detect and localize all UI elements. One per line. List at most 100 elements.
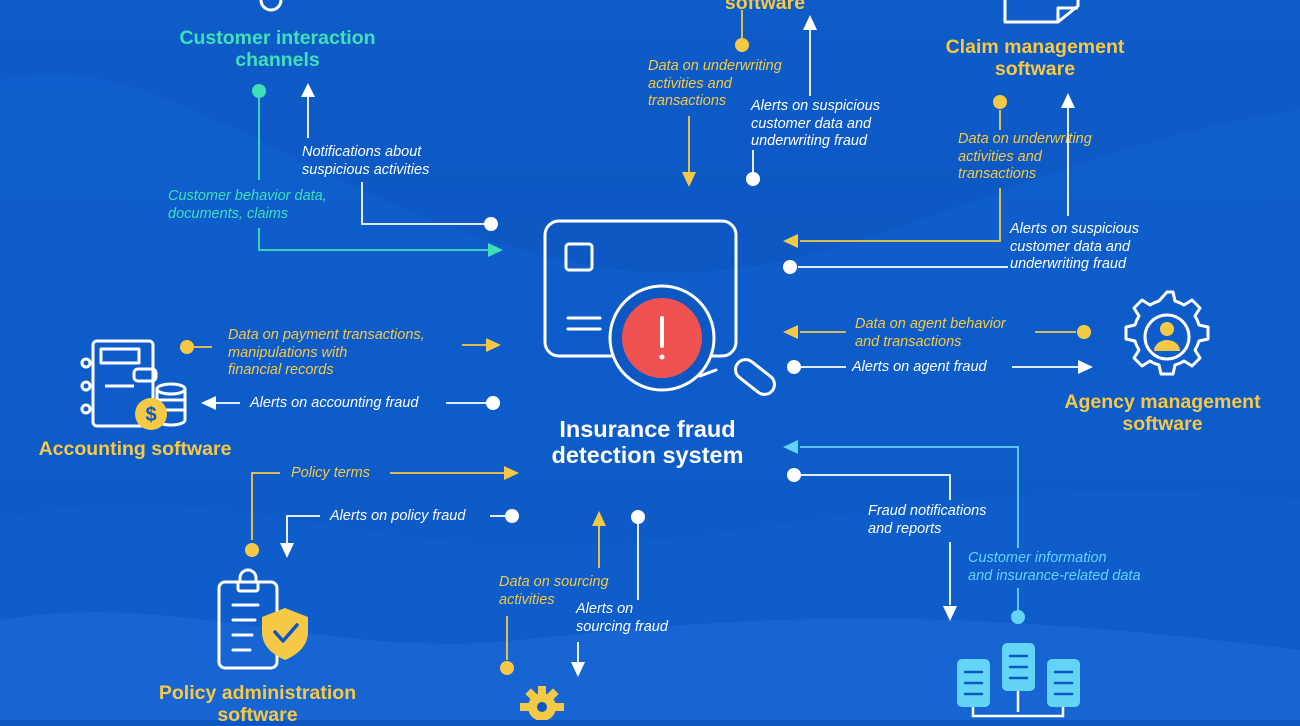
underwriting-title-text: software [724,0,806,14]
uw-out-label-line1: Alerts on suspicious [751,98,880,114]
uw-in-label: Data on underwriting activities and tran… [648,58,782,111]
policy-out-label-line1: Alerts on policy fraud [330,508,466,524]
db-out-dot [787,468,801,482]
policy-in-dot [245,543,259,557]
cust-out-connector-2 [361,182,484,225]
cust-in-dot [252,84,266,98]
agency-title-line2: software [1122,413,1203,435]
acct-in-dot [180,340,194,354]
sourcing-in-label-line2: activities [499,591,555,608]
cust-in-arrow [488,243,503,257]
claim-in-connector-2 [800,188,1001,242]
agency-in-label-line2: and transactions [855,333,962,350]
claim-title-line1: Claim management [945,36,1125,58]
claim-out-label-line2: customer data and [1010,238,1131,255]
agency-in-label-line1: Data on agent behavior [855,316,1006,332]
sourcing-in-label-line1: Data on sourcing [499,574,609,590]
policy-admin-title-line2: software [217,704,298,726]
cust-in-connector-2 [258,228,488,251]
uw-out-arrow [803,15,817,30]
agency-out-arrow [1078,360,1093,374]
sourcing-out-dot [631,510,645,524]
policy-clipboard-shield-icon [217,568,308,670]
agency-out-label: Alerts on agent fraud [852,359,987,377]
claim-title-line2: software [994,58,1076,80]
acct-out-arrow [201,396,216,410]
fraud-detection-system-icon [543,219,776,396]
claim-in-label-line1: Data on underwriting [958,131,1092,147]
policy-out-connector-1 [286,515,320,543]
uw-out-label: Alerts on suspicious customer data and u… [751,98,880,151]
cust-out-label-line1: Notifications about [302,144,422,160]
accounting-title-text: Accounting software [38,438,232,460]
cust-out-label: Notifications about suspicious activitie… [302,144,429,179]
uw-in-arrow [682,172,696,187]
sourcing-in-arrow [592,511,606,526]
claim-out-arrow [1061,93,1075,108]
acct-in-label: Data on payment transactions, manipulati… [228,327,425,380]
cust-in-label-line1: Customer behavior data, [168,188,327,204]
customer-channels-title-line2: channels [235,49,320,71]
acct-in-label-line2: manipulations with [228,344,348,361]
uw-in-dot [735,38,749,52]
db-in-label-line1: Customer information [968,550,1107,566]
db-out-arrow [943,606,957,621]
agency-in-label: Data on agent behavior and transactions [855,316,1006,351]
claim-in-label-line3: transactions [958,166,1037,182]
acct-out-label: Alerts on accounting fraud [250,395,418,413]
claim-in-label-line2: activities and [958,148,1042,165]
db-in-label: Customer information and insurance-relat… [968,550,1141,585]
acct-in-label-line3: financial records [228,362,334,378]
claim-out-dot [783,260,797,274]
accounting-dollar-glyph: $ [145,404,156,426]
policy-admin-title-line1: Policy administration [158,682,357,704]
accounting-title: Accounting software [20,438,250,460]
sourcing-out-label-line2: sourcing fraud [576,618,668,635]
sourcing-out-label-line1: Alerts on [576,601,634,617]
claim-document-icon [1003,0,1080,24]
acct-in-label-line1: Data on payment transactions, [228,327,425,343]
db-out-label: Fraud notifications and reports [868,503,986,538]
claim-in-dot [993,95,1007,109]
acct-in-arrow [486,338,501,352]
cust-in-label-line2: documents, claims [168,205,289,222]
database-servers-icon [957,643,1080,718]
cust-in-label: Customer behavior data, documents, claim… [168,188,327,223]
cust-out-dot [484,217,498,231]
uw-out-label-line3: underwriting fraud [751,133,868,149]
sourcing-out-label: Alerts on sourcing fraud [576,601,668,636]
uw-in-label-line1: Data on underwriting [648,58,782,74]
sourcing-in-dot [500,661,514,675]
policy-admin-title: Policy administration software [135,682,380,726]
policy-out-arrow [280,543,294,558]
policy-in-label-line1: Policy terms [291,465,370,481]
cust-out-label-line2: suspicious activities [302,161,430,178]
cust-out-arrow [301,83,315,97]
sourcing-in-label: Data on sourcing activities [499,574,609,609]
claim-in-arrow [783,234,798,248]
db-out-label-line2: and reports [868,520,942,537]
uw-in-label-line2: activities and [648,75,732,92]
claim-title: Claim management software [920,36,1150,80]
customer-channels-title: Customer interaction channels [150,27,405,71]
db-in-dot [1011,610,1025,624]
agency-in-arrow [783,325,798,339]
policy-in-connector-1 [251,472,280,540]
claim-out-label-line3: underwriting fraud [1010,256,1127,272]
uw-out-label-line2: customer data and [751,115,872,132]
customer-channels-icon [259,0,283,12]
agency-in-dot [1077,325,1091,339]
sourcing-gear-icon [520,686,564,720]
policy-out-label: Alerts on policy fraud [330,508,465,526]
main-title-line1: Insurance fraud [559,416,736,442]
accounting-ledger-coins-icon [80,339,187,430]
claim-out-label-line1: Alerts on suspicious [1010,221,1139,237]
claim-out-label: Alerts on suspicious customer data and u… [1010,221,1139,274]
db-in-connector-1 [800,446,1019,548]
db-out-connector-1 [800,474,951,500]
db-out-label-line1: Fraud notifications [868,503,987,519]
db-in-arrow [783,440,798,454]
policy-in-label: Policy terms [291,465,370,483]
